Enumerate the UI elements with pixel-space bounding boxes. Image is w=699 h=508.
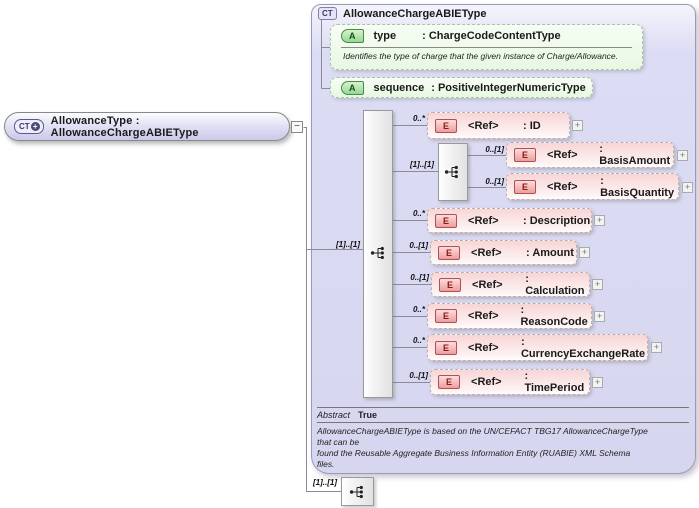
cardinality-label: 0..* — [412, 209, 425, 218]
element-name: : Calculation — [525, 272, 585, 297]
element-ref: <Ref> — [471, 376, 502, 388]
root-element-label: AllowanceType : AllowanceChargeABIEType — [50, 114, 199, 139]
element-name: : ReasonCode — [520, 304, 588, 328]
collapse-toggle[interactable]: − — [291, 121, 303, 133]
annotation-divider — [317, 422, 689, 423]
element-id[interactable]: E <Ref> : ID — [427, 112, 570, 139]
element-basisamount[interactable]: E <Ref> : BasisAmount — [506, 142, 674, 168]
element-icon: E — [514, 179, 537, 194]
cardinality-label: 0..* — [412, 114, 425, 123]
element-name: : BasisQuantity — [600, 174, 675, 199]
element-icon: E — [435, 309, 458, 323]
complextype-icon: CT — [318, 7, 337, 20]
cardinality-label: [1]..[1] — [410, 160, 434, 169]
expand-button[interactable]: + — [572, 120, 583, 131]
attribute-name: sequence — [373, 82, 425, 94]
expand-button[interactable]: + — [651, 342, 662, 353]
element-name: : Description — [523, 214, 591, 227]
attribute-icon: A — [341, 29, 364, 43]
cardinality-label: 0..* — [412, 305, 425, 314]
element-icon: E — [435, 213, 458, 228]
cardinality-label: 0..[1] — [485, 177, 504, 186]
expand-button[interactable]: + — [592, 377, 603, 388]
expand-button[interactable]: + — [682, 182, 693, 193]
attribute-annotation: Identifies the type of charge that the g… — [343, 51, 619, 61]
global-element-allowancetype[interactable]: CT+ AllowanceType : AllowanceChargeABIET… — [4, 112, 290, 141]
sequence-icon — [444, 165, 458, 179]
element-name: : BasisAmount — [599, 143, 671, 167]
element-ref: <Ref> — [472, 278, 503, 291]
cardinality-label: 0..* — [412, 336, 425, 345]
attribute-name: type — [373, 30, 397, 42]
cardinality-label: [1]..[1] — [313, 478, 337, 487]
element-icon: E — [438, 375, 461, 389]
attribute-datatype: : ChargeCodeContentType — [422, 30, 561, 42]
complextype-title[interactable]: AllowanceChargeABIEType — [343, 8, 487, 20]
sequence-icon — [370, 246, 384, 260]
expand-button[interactable]: + — [592, 279, 603, 290]
expand-button[interactable]: + — [594, 215, 605, 226]
expand-button[interactable]: + — [594, 311, 605, 322]
cardinality-label: 0..[1] — [485, 145, 504, 154]
element-timeperiod[interactable]: E <Ref> : TimePeriod — [430, 369, 590, 395]
abstract-facet-value: True — [358, 410, 378, 420]
complextype-plus-icon: CT+ — [14, 119, 44, 134]
cardinality-label: [1]..[1] — [336, 240, 360, 249]
sequence-icon — [349, 485, 363, 499]
element-name: : ID — [523, 119, 541, 132]
element-ref: <Ref> — [468, 119, 499, 132]
element-ref: <Ref> — [547, 149, 578, 161]
attribute-annotation-divider — [341, 47, 632, 48]
cardinality-label: 0..[1] — [409, 241, 428, 250]
element-icon: E — [439, 277, 462, 292]
element-ref: <Ref> — [468, 214, 499, 227]
element-ref: <Ref> — [468, 341, 499, 354]
element-description[interactable]: E <Ref> : Description — [427, 208, 592, 233]
cardinality-label: 0..[1] — [409, 371, 428, 380]
element-basisquantity[interactable]: E <Ref> : BasisQuantity — [506, 173, 679, 200]
element-icon: E — [435, 340, 458, 355]
attribute-type[interactable]: A type : ChargeCodeContentType Identifie… — [330, 24, 643, 70]
element-name: : CurrencyExchangeRate — [520, 335, 646, 360]
element-icon: E — [435, 118, 458, 133]
element-calculation[interactable]: E <Ref> : Calculation — [431, 272, 590, 297]
collapsed-group-compositor[interactable] — [341, 477, 374, 506]
element-currencyexchangerate[interactable]: E <Ref> : CurrencyExchangeRate — [427, 334, 648, 361]
complextype-annotation: AllowanceChargeABIEType is based on the … — [317, 426, 648, 469]
element-icon: E — [514, 148, 537, 162]
element-ref: <Ref> — [468, 310, 499, 322]
element-ref: <Ref> — [547, 180, 578, 193]
cardinality-label: 0..[1] — [410, 273, 429, 282]
facet-divider — [317, 407, 689, 408]
element-reasoncode[interactable]: E <Ref> : ReasonCode — [427, 303, 592, 329]
element-ref: <Ref> — [471, 246, 502, 259]
expand-button[interactable]: + — [677, 150, 688, 161]
element-name: : Amount — [526, 246, 574, 259]
expand-button[interactable]: + — [579, 247, 590, 258]
attribute-datatype: : PositiveIntegerNumericType — [431, 82, 586, 94]
attribute-icon: A — [341, 81, 364, 95]
element-name: : TimePeriod — [524, 370, 585, 394]
attribute-sequence[interactable]: A sequence : PositiveIntegerNumericType — [330, 77, 593, 98]
element-icon: E — [438, 245, 461, 260]
element-amount[interactable]: E <Ref> : Amount — [430, 240, 577, 265]
abstract-facet-label: Abstract — [317, 410, 351, 420]
